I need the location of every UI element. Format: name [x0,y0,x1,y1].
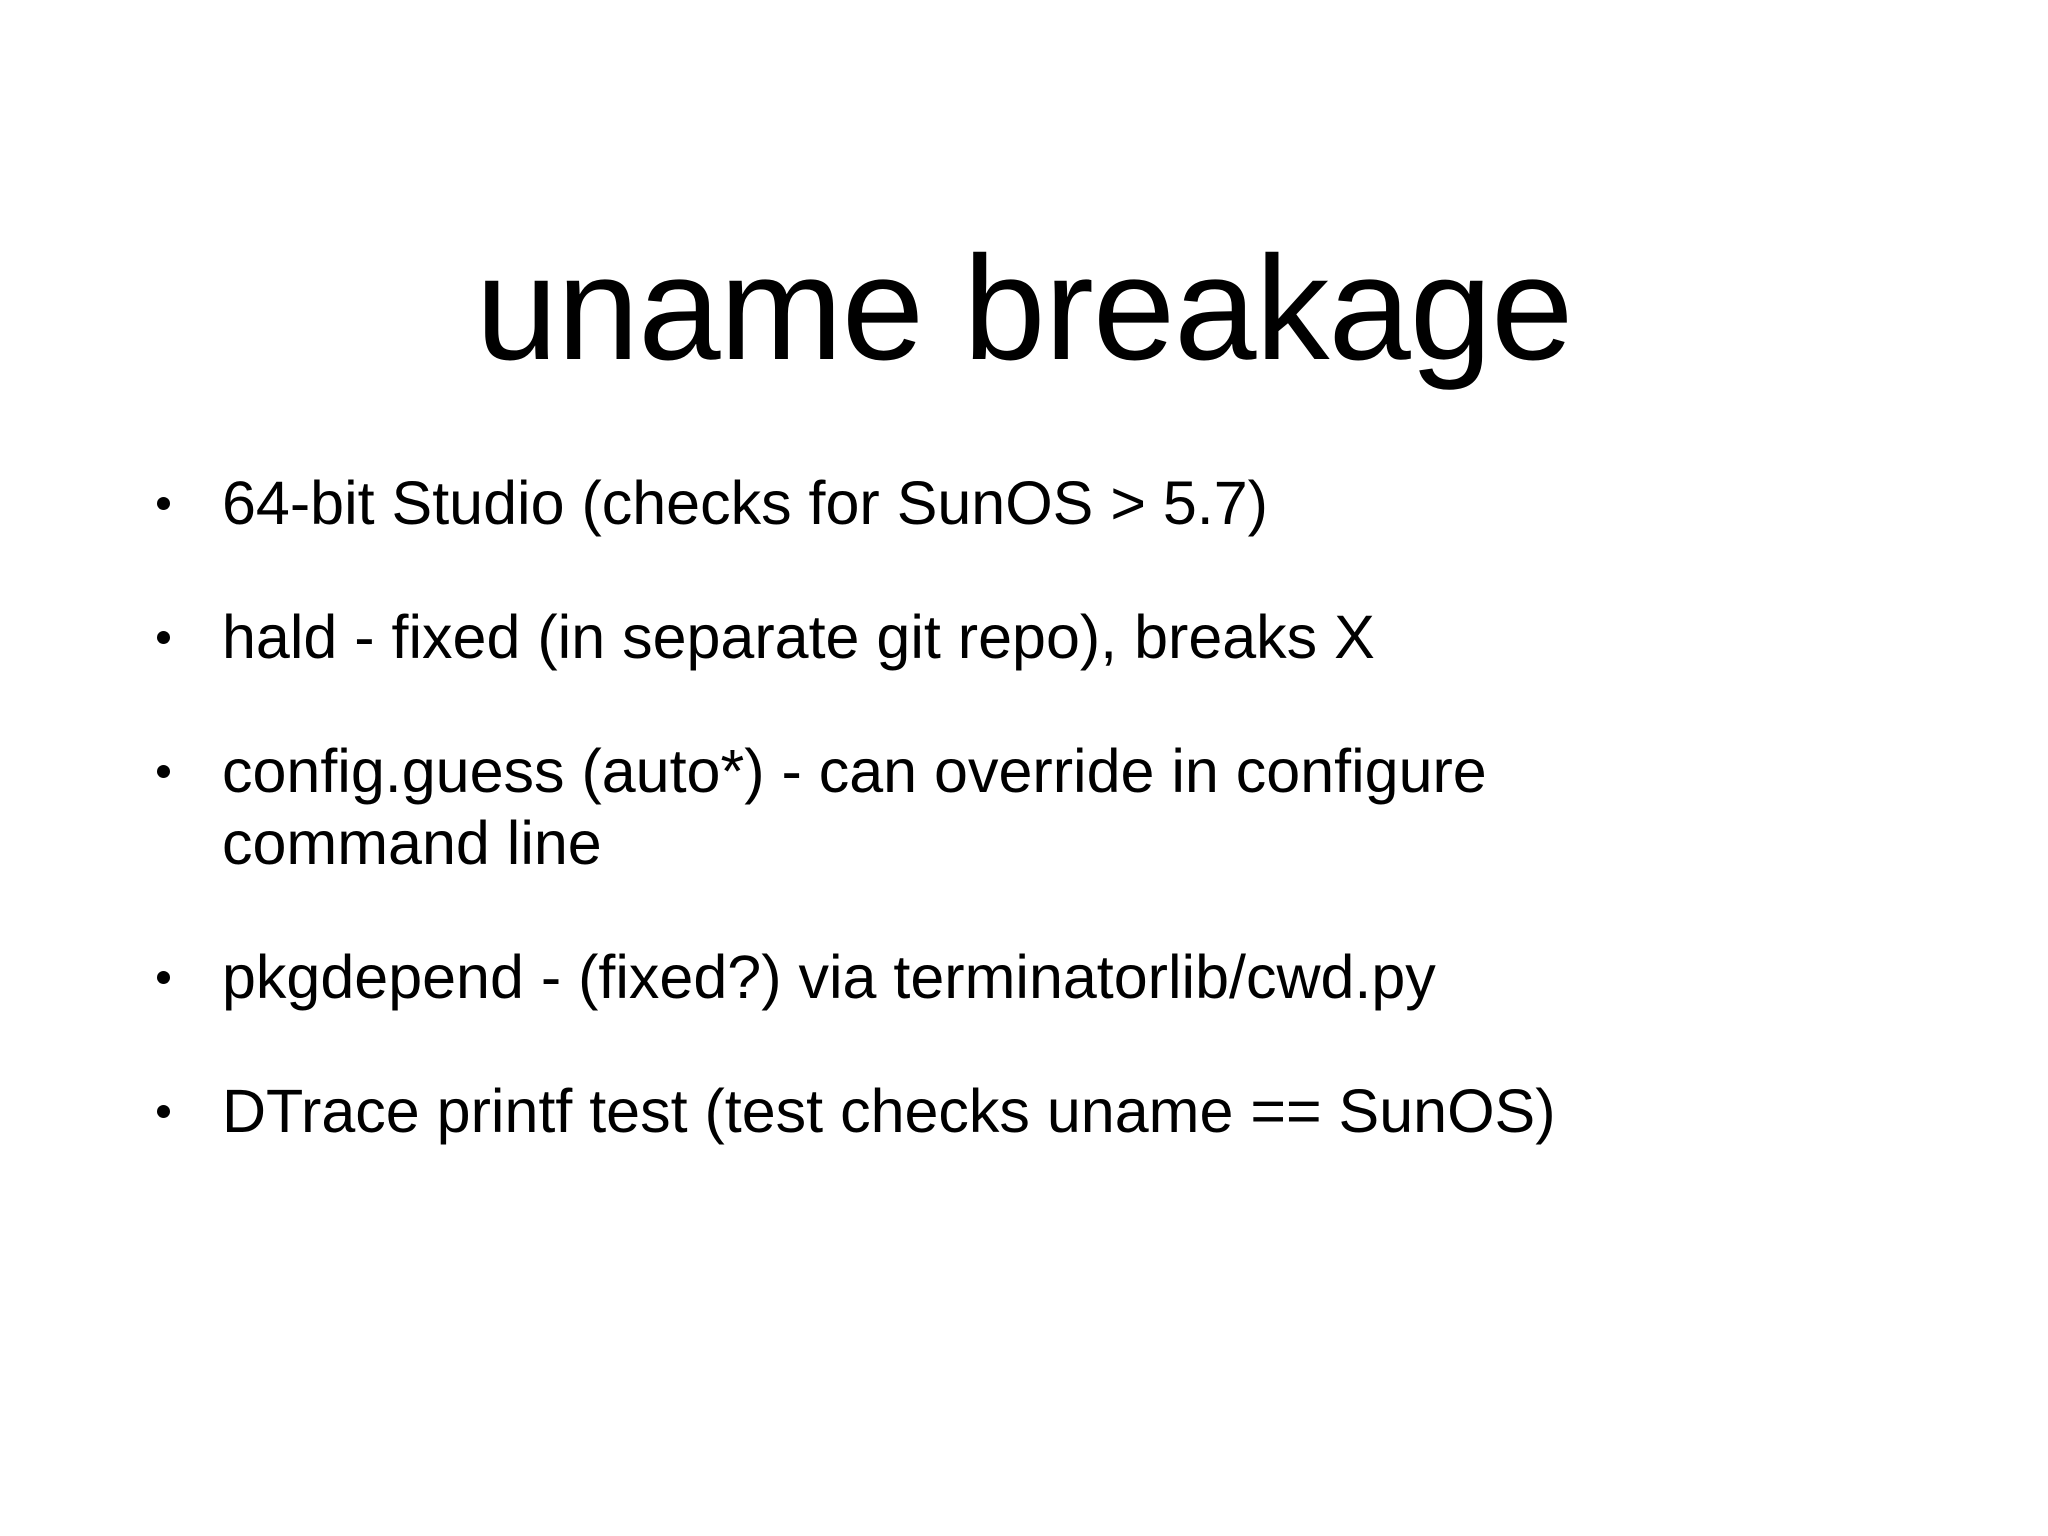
list-item-label: hald - fixed (in separate git repo), bre… [222,602,1375,671]
bullet-point-icon [157,970,170,984]
bullet-point-icon [157,497,170,510]
page-title: uname breakage [475,226,1574,392]
bullet-list: 64-bit Studio (checks for SunOS > 5.7) h… [140,468,1900,1148]
list-item: hald - fixed (in separate git repo), bre… [140,602,1900,674]
list-item-label: DTrace printf test (test checks uname ==… [222,1076,1556,1145]
list-item: DTrace printf test (test checks uname ==… [140,1076,1900,1148]
list-item-label: pkgdepend - (fixed?) via terminatorlib/c… [222,942,1436,1011]
list-item-label: config.guess (auto*) - can override in c… [222,736,1487,877]
list-item: pkgdepend - (fixed?) via terminatorlib/c… [140,942,1900,1014]
bullet-point-icon [157,1104,170,1118]
bullet-point-icon [157,630,170,644]
list-item-label: 64-bit Studio (checks for SunOS > 5.7) [222,469,1268,537]
bullet-point-icon [157,764,170,778]
list-item: config.guess (auto*) - can override in c… [140,736,1900,880]
list-item: 64-bit Studio (checks for SunOS > 5.7) [140,468,1900,540]
